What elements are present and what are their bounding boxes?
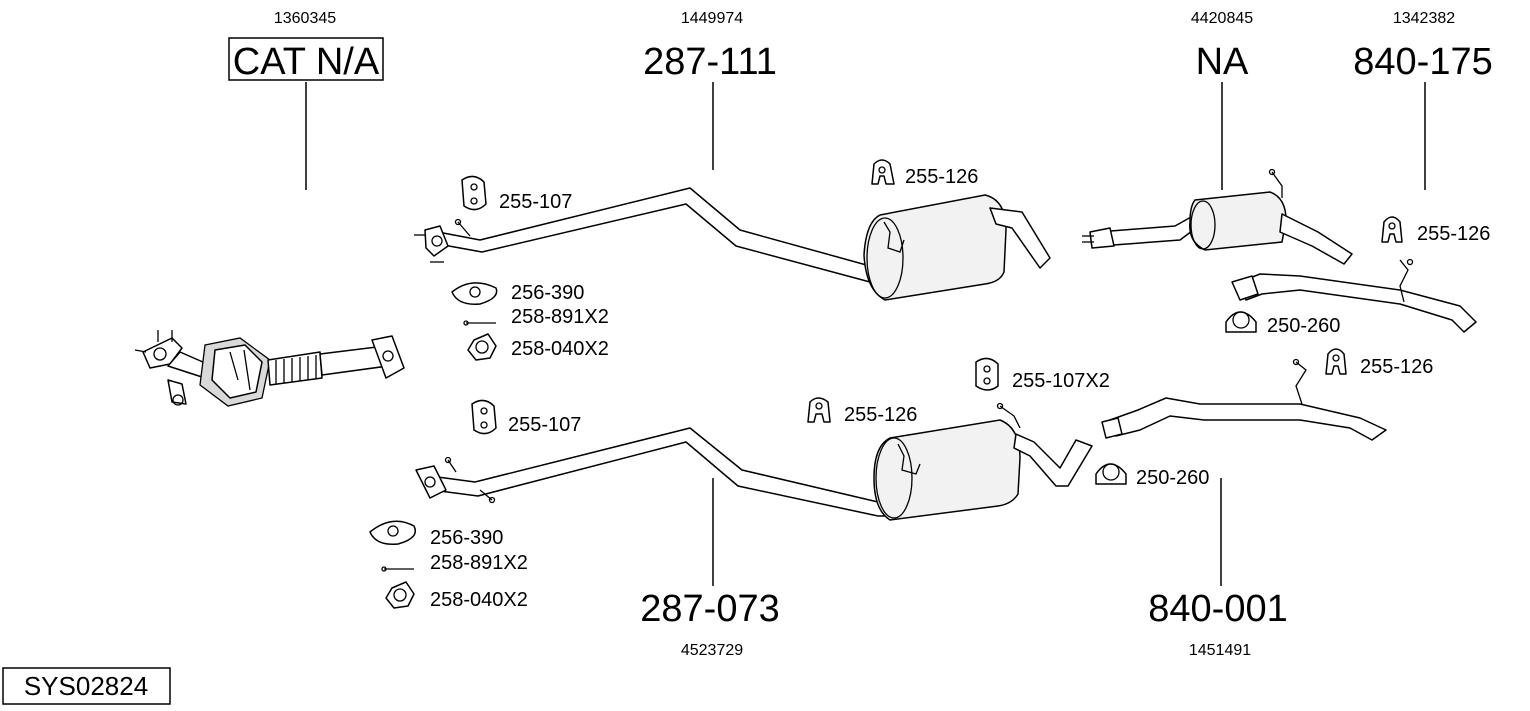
hanger-255-107-top[interactable]: [461, 175, 487, 211]
clamp-250-260-top[interactable]: [1225, 311, 1257, 333]
label-256-390-top: 256-390: [511, 282, 584, 304]
middle-silencer-bottom[interactable]: [873, 402, 1093, 521]
oe-number-287-111: 1449974: [681, 10, 743, 27]
front-pipe-287-073[interactable]: [415, 427, 889, 517]
middle-silencer-top[interactable]: [863, 194, 1051, 301]
label-255-107-top: 255-107: [499, 191, 572, 213]
gasket-256-390-top[interactable]: [451, 282, 498, 305]
part-number-na[interactable]: NA: [1196, 41, 1249, 83]
oe-number-840-001: 1451491: [1189, 642, 1251, 659]
label-255-126-bottom: 255-126: [844, 404, 917, 426]
label-255-126-right-bottom: 255-126: [1360, 356, 1433, 378]
nut-258-040-top[interactable]: [467, 333, 497, 361]
part-number-cat[interactable]: CAT N/A: [233, 41, 380, 83]
bolt-258-891-top[interactable]: [463, 320, 496, 326]
tailpipe-840-001[interactable]: [1101, 358, 1387, 441]
catalytic-converter[interactable]: [134, 330, 405, 407]
tailpipe-840-175[interactable]: [1231, 258, 1477, 333]
clamp-250-260-bottom[interactable]: [1095, 463, 1127, 485]
hanger-255-126-bottom[interactable]: [807, 397, 831, 423]
part-number-840-175[interactable]: 840-175: [1353, 41, 1492, 83]
label-256-390-bottom: 256-390: [430, 527, 503, 549]
oe-number-840-175: 1342382: [1393, 10, 1455, 27]
label-255-126-right-top: 255-126: [1417, 223, 1490, 245]
label-258-891-top: 258-891X2: [511, 306, 609, 328]
hanger-255-126-top[interactable]: [871, 159, 895, 185]
bolt-258-891-bottom[interactable]: [381, 566, 414, 572]
label-258-040-bottom: 258-040X2: [430, 589, 528, 611]
oe-number-cat: 1360345: [274, 10, 336, 27]
system-code-box: [2, 667, 171, 705]
hanger-255-126-right-bottom[interactable]: [1325, 348, 1347, 375]
label-255-107-bottom: 255-107: [508, 414, 581, 436]
system-code: SYS02824: [24, 671, 148, 701]
label-255-126-top: 255-126: [905, 166, 978, 188]
cat-label-box: [228, 37, 384, 81]
label-250-260-top: 250-260: [1267, 315, 1340, 337]
oe-number-na: 4420845: [1191, 10, 1253, 27]
rear-silencer-na[interactable]: [1082, 168, 1353, 265]
gasket-256-390-bottom[interactable]: [369, 520, 416, 545]
nut-258-040-bottom[interactable]: [385, 581, 415, 609]
part-number-287-073[interactable]: 287-073: [640, 588, 779, 630]
label-258-040-top: 258-040X2: [511, 338, 609, 360]
hanger-255-126-right-top[interactable]: [1381, 216, 1403, 243]
oe-number-287-073: 4523729: [681, 642, 743, 659]
hanger-255-107x2-bottom[interactable]: [975, 357, 999, 391]
hanger-255-107-bottom[interactable]: [471, 399, 497, 435]
part-number-287-111[interactable]: 287-111: [643, 41, 777, 83]
part-number-840-001[interactable]: 840-001: [1148, 588, 1287, 630]
label-258-891-bottom: 258-891X2: [430, 552, 528, 574]
label-255-107x2-bottom: 255-107X2: [1012, 370, 1110, 392]
label-250-260-bottom: 250-260: [1136, 467, 1209, 489]
